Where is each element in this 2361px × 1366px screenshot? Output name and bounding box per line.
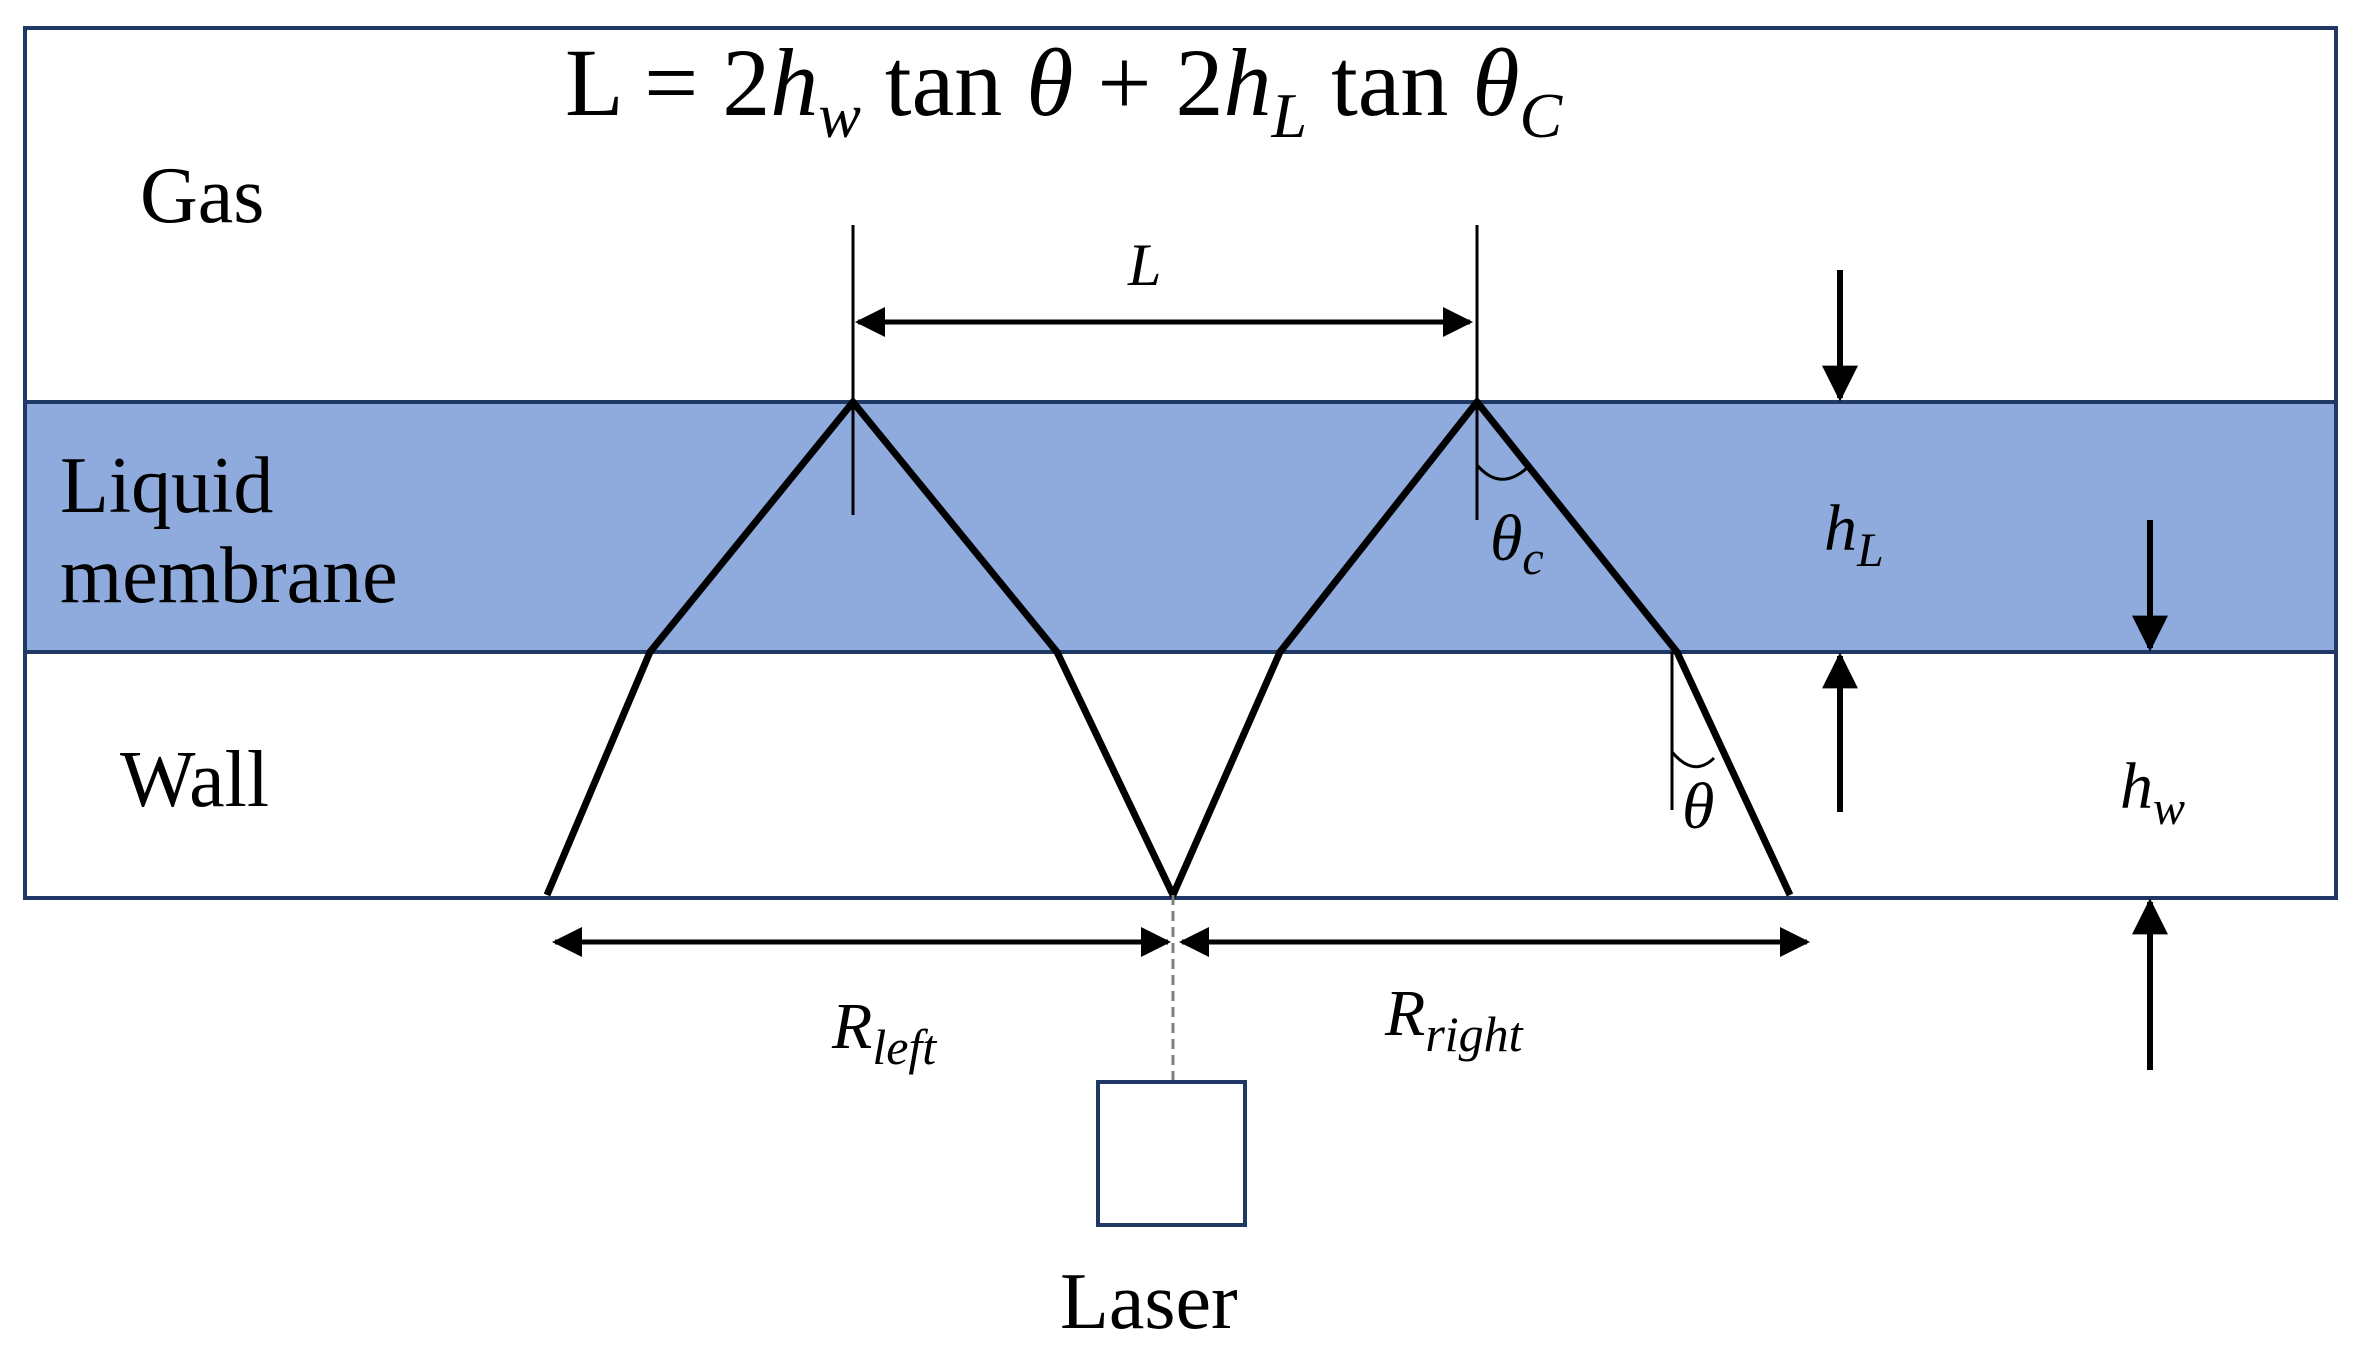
theta-c-angle-arc (1475, 464, 1528, 481)
hw-label: hw (2120, 750, 2185, 835)
R-left-label: Rleft (831, 990, 937, 1075)
R-right-label: Rright (1384, 977, 1524, 1062)
theta-angle-arc (1670, 751, 1716, 769)
gas-label: Gas (140, 152, 264, 240)
theta-c-label: θc (1490, 502, 1544, 585)
theta-label: θ (1682, 770, 1714, 843)
liquid-membrane-band (23, 400, 2338, 654)
formula: L = 2hw tan θ + 2hL tan θC (565, 29, 1564, 151)
L-dimension-label: L (1127, 232, 1161, 298)
laser-box (1096, 1080, 1247, 1227)
liquid-label-line1: Liquid (60, 442, 273, 530)
liquid-label-line2: membrane (60, 532, 398, 620)
wall-label: Wall (120, 736, 269, 824)
laser-label: Laser (1060, 1258, 1238, 1346)
hL-label: hL (1824, 492, 1884, 577)
